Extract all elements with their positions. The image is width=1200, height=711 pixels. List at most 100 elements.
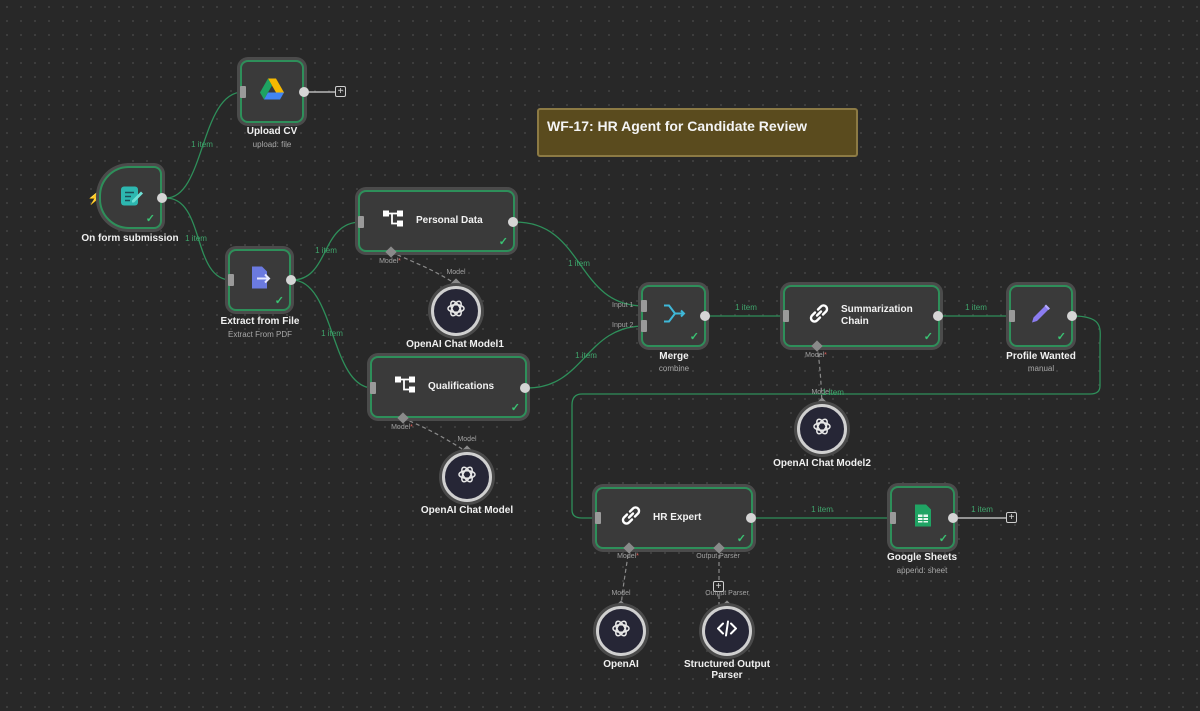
- node-openai-chat-model1[interactable]: [431, 286, 481, 336]
- edge-profile-hrexpert: [571, 315, 1101, 519]
- label-google-sheets: Google Sheets: [886, 552, 958, 563]
- port-label-output-parser: Output Parser: [696, 553, 740, 560]
- label-profile-wanted: Profile Wanted: [1006, 351, 1076, 362]
- output-port[interactable]: [1067, 311, 1077, 321]
- node-qualifications[interactable]: Qualifications ✓: [370, 356, 527, 418]
- node-openai-chat-model2[interactable]: [797, 404, 847, 454]
- node-on-form-submission[interactable]: ✓: [99, 166, 162, 229]
- output-port[interactable]: [933, 311, 943, 321]
- node-hr-expert[interactable]: HR Expert ✓: [595, 487, 753, 549]
- node-google-sheets[interactable]: ✓: [890, 486, 955, 549]
- input-port[interactable]: [240, 86, 246, 98]
- port-label-output-parser: Output Parser: [705, 590, 749, 597]
- success-check-icon: ✓: [145, 213, 155, 225]
- input-port[interactable]: [1009, 310, 1015, 322]
- google-sheets-icon: [913, 503, 933, 532]
- input-port[interactable]: [358, 216, 364, 228]
- node-structured-output-parser[interactable]: [702, 606, 752, 656]
- node-profile-wanted[interactable]: ✓: [1009, 285, 1073, 347]
- port-label-input-1: Input 1: [612, 302, 634, 309]
- input-port[interactable]: [228, 274, 234, 286]
- output-port[interactable]: [299, 87, 309, 97]
- input-port-2[interactable]: [641, 320, 647, 332]
- port-label-model: Model*: [805, 352, 827, 359]
- input-port-1[interactable]: [641, 300, 647, 312]
- merge-icon: [662, 303, 686, 330]
- edge-label: 1 item: [971, 505, 993, 514]
- edge-label: 1 item: [321, 329, 343, 338]
- label-on-form-submission: On form submission: [81, 233, 179, 244]
- edge-modelq-qualifications: [402, 417, 468, 453]
- node-title: Qualifications: [428, 381, 495, 392]
- form-edit-icon: [118, 182, 144, 213]
- google-drive-icon: [259, 77, 285, 106]
- output-port[interactable]: [520, 383, 530, 393]
- openai-logo-icon: [446, 299, 466, 324]
- label-upload-cv: Upload CV: [246, 126, 298, 137]
- node-openai[interactable]: [596, 606, 646, 656]
- input-port[interactable]: [595, 512, 601, 524]
- branch-icon: [394, 375, 416, 400]
- label-openai-chat-model: OpenAI Chat Model: [420, 505, 514, 516]
- edge-extract-qualifications: [291, 279, 374, 389]
- edge-label: 1 item: [811, 505, 833, 514]
- edge-label: 1 item: [965, 303, 987, 312]
- output-port[interactable]: [948, 513, 958, 523]
- openai-logo-icon: [812, 417, 832, 442]
- add-node-button[interactable]: +: [335, 86, 346, 97]
- output-port[interactable]: [286, 275, 296, 285]
- label-extract-from-file: Extract from File: [220, 316, 300, 327]
- output-port[interactable]: [746, 513, 756, 523]
- input-port[interactable]: [783, 310, 789, 322]
- port-label-model: Model: [611, 590, 631, 597]
- edge-form-upload: [165, 91, 244, 199]
- branch-icon: [382, 209, 404, 234]
- edge-qualifications-merge: [526, 325, 645, 389]
- file-extract-icon: [248, 266, 272, 295]
- node-extract-from-file[interactable]: ✓: [228, 249, 291, 311]
- edge-openai-hrexpert: [620, 547, 630, 608]
- sublabel-merge: combine: [658, 364, 690, 373]
- output-port[interactable]: [508, 217, 518, 227]
- code-brackets-icon: [716, 620, 738, 643]
- chain-link-icon: [807, 302, 831, 331]
- port-label-model: Model*: [379, 258, 401, 265]
- edge-label: 1 item: [185, 234, 207, 243]
- input-port[interactable]: [370, 382, 376, 394]
- output-port[interactable]: [700, 311, 710, 321]
- label-structured-output-parser: Structured Output Parser: [683, 659, 771, 681]
- success-check-icon: ✓: [498, 236, 508, 248]
- node-upload-cv[interactable]: [240, 60, 304, 123]
- success-check-icon: ✓: [1056, 331, 1066, 343]
- openai-logo-icon: [611, 619, 631, 644]
- sublabel-upload-cv: upload: file: [252, 140, 292, 149]
- edge-form-extract: [165, 197, 232, 281]
- port-label-model: Model: [811, 389, 831, 396]
- sublabel-profile-wanted: manual: [1027, 364, 1055, 373]
- node-personal-data[interactable]: Personal Data ✓: [358, 190, 515, 252]
- add-node-button[interactable]: +: [1006, 512, 1017, 523]
- success-check-icon: ✓: [689, 331, 699, 343]
- edge-label: 1 item: [575, 351, 597, 360]
- label-openai-chat-model1: OpenAI Chat Model1: [406, 339, 504, 350]
- port-label-model: Model: [457, 436, 477, 443]
- node-title: HR Expert: [653, 512, 702, 523]
- label-openai-chat-model2: OpenAI Chat Model2: [773, 458, 871, 469]
- input-port[interactable]: [890, 512, 896, 524]
- sticky-note[interactable]: WF-17: HR Agent for Candidate Review: [537, 108, 858, 157]
- node-title: Personal Data: [416, 215, 483, 226]
- output-port[interactable]: [157, 193, 167, 203]
- add-parser-button[interactable]: +: [713, 581, 724, 592]
- label-openai: OpenAI: [603, 659, 639, 670]
- port-label-model: Model*: [391, 424, 413, 431]
- node-merge[interactable]: ✓: [641, 285, 706, 347]
- edge-model1-personal: [390, 251, 457, 285]
- edge-personal-merge: [514, 221, 645, 307]
- node-openai-chat-model[interactable]: [442, 452, 492, 502]
- edge-label: 1 item: [735, 303, 757, 312]
- edge-label: 1 item: [822, 388, 844, 397]
- pencil-icon: [1029, 302, 1053, 331]
- chain-link-icon: [619, 504, 643, 533]
- node-summarization-chain[interactable]: Summarization Chain ✓: [783, 285, 940, 347]
- success-check-icon: ✓: [274, 295, 284, 307]
